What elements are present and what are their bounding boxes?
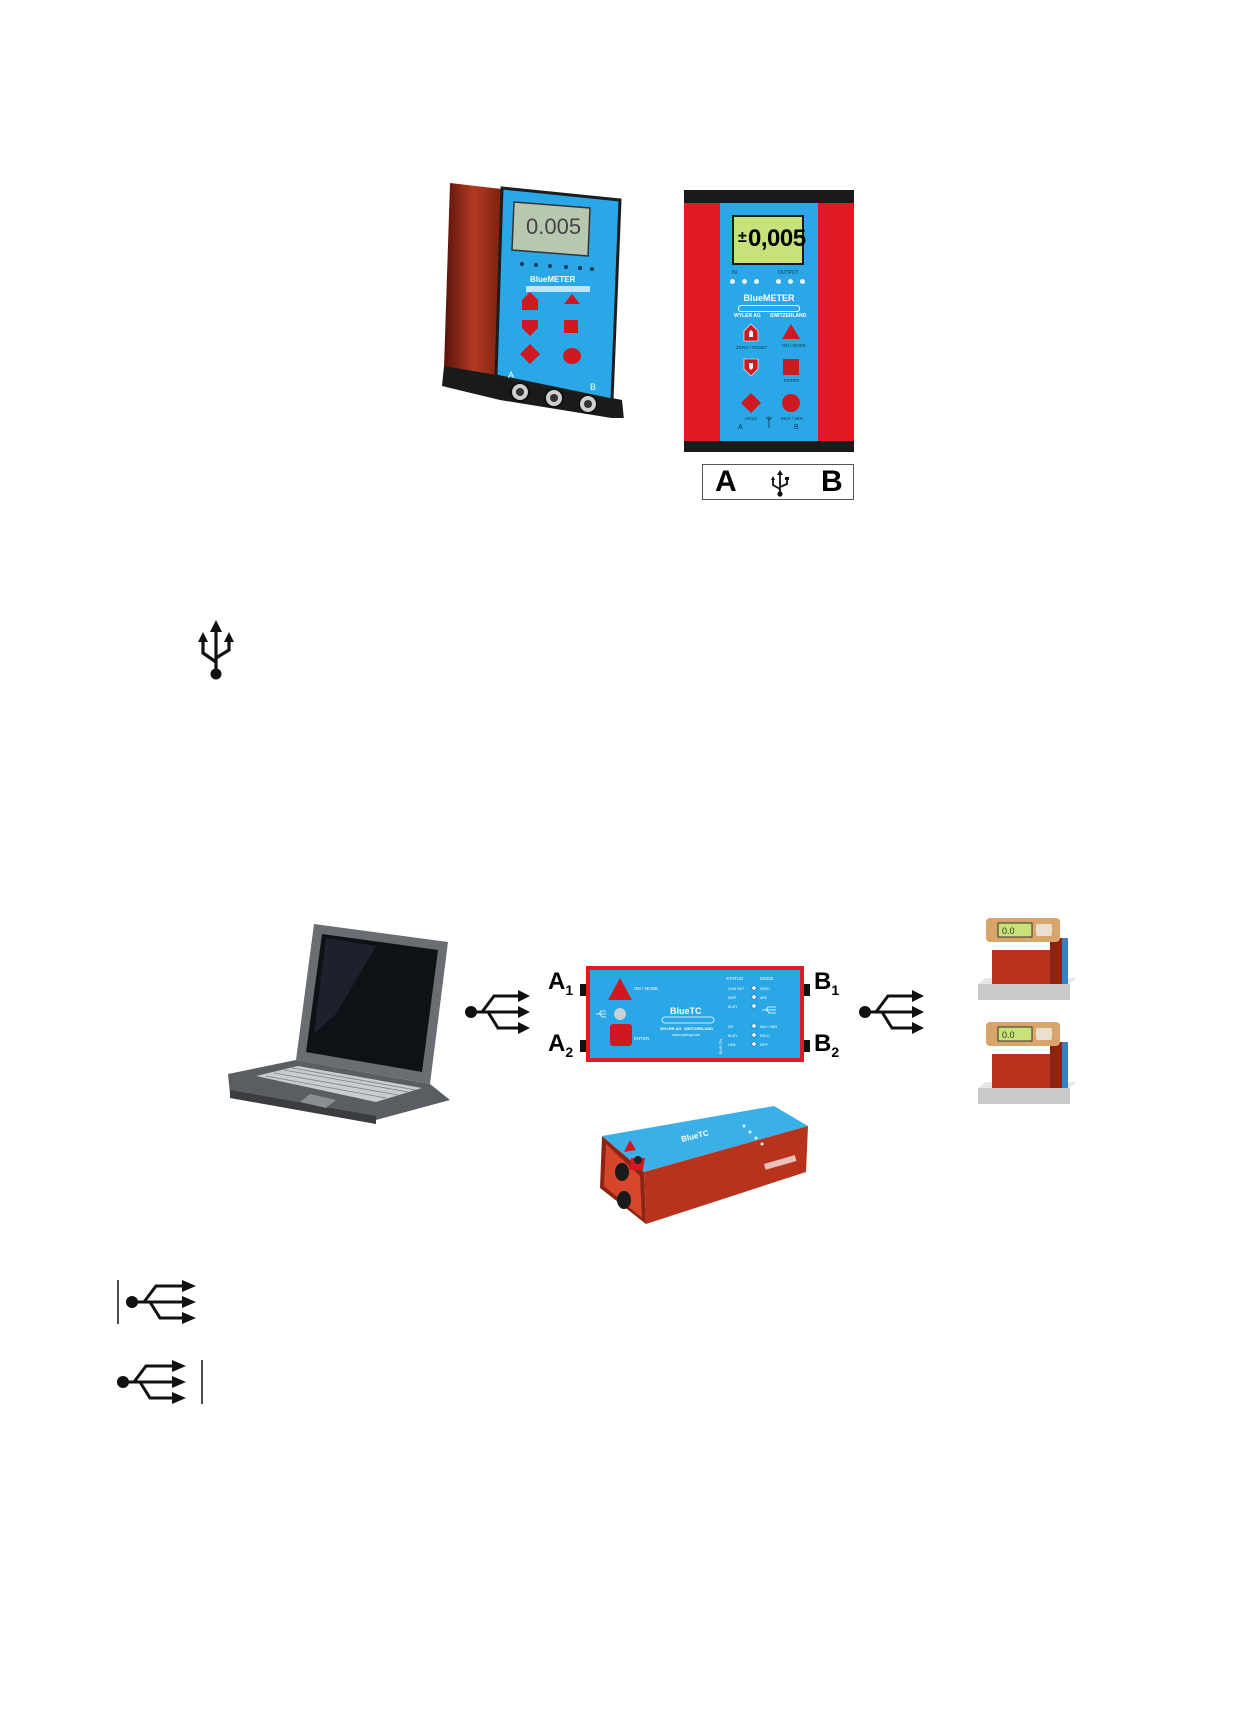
port-label-b1: B1 — [814, 968, 839, 998]
bluemeter-brand: BlueMETER — [720, 293, 818, 303]
svg-text:B: B — [794, 424, 799, 431]
bluetc-brand: BlueTC — [670, 1006, 702, 1016]
svg-text:www.wylerag.com: www.wylerag.com — [672, 1033, 700, 1037]
bluemeter-front-view: ± 0,005 IN OUTPUT BlueMETER WYLER AG SWI… — [684, 190, 854, 452]
svg-text:COM NET: COM NET — [728, 987, 745, 991]
svg-text:ENTER: ENTER — [634, 1036, 650, 1041]
svg-text:0.0: 0.0 — [1002, 1030, 1015, 1040]
svg-text:BUSY: BUSY — [728, 1005, 738, 1009]
port-legend-a: A — [715, 465, 737, 499]
max-min-button-3d — [563, 348, 581, 364]
status-led — [800, 279, 805, 284]
svg-text:ABS: ABS — [760, 996, 768, 1000]
svg-text:SWITZERLAND: SWITZERLAND — [684, 1026, 713, 1031]
inclination-sensor-image: 0.0 — [976, 1018, 1076, 1108]
status-led — [730, 279, 735, 284]
svg-text:A: A — [738, 424, 743, 431]
hold-button[interactable] — [741, 393, 761, 413]
port-label-a1: A1 — [548, 968, 573, 998]
usb-output-icon — [114, 1356, 210, 1406]
status-lamp — [614, 1008, 626, 1020]
usb-cable-icon — [856, 988, 936, 1036]
svg-text:BUSY: BUSY — [728, 1034, 738, 1038]
enter-button[interactable] — [783, 359, 799, 375]
svg-text:B: B — [590, 382, 596, 392]
svg-text:MODE: MODE — [760, 976, 774, 981]
svg-text:HOLD: HOLD — [760, 1034, 770, 1038]
bluemeter-face: ± 0,005 IN OUTPUT BlueMETER WYLER AG SWI… — [720, 203, 818, 441]
bluemeter-lcd: ± 0,005 — [732, 215, 804, 265]
enter-button-3d — [564, 320, 578, 333]
svg-text:A: A — [508, 370, 514, 380]
svg-text:MAX / MIN: MAX / MIN — [781, 416, 803, 421]
port-label-b2: B2 — [814, 1030, 839, 1060]
bluemeter-3d-brand: BlueMETER — [530, 275, 576, 284]
svg-text:DISP: DISP — [728, 996, 737, 1000]
port-legend-b: B — [821, 465, 843, 499]
on-mode-button[interactable] — [782, 324, 800, 339]
usb-cable-icon — [462, 988, 542, 1036]
bluemeter-lcd-value: 0,005 — [748, 225, 806, 253]
svg-text:WYLER AG: WYLER AG — [660, 1026, 681, 1031]
usb-icon — [196, 620, 236, 682]
enter-button[interactable] — [610, 1024, 632, 1046]
port-legend-box: A B — [702, 464, 854, 500]
bluemeter-3d-lcd-value: 0.005 — [526, 214, 581, 239]
svg-text:0.0: 0.0 — [1002, 926, 1015, 936]
bluetc-front-view: ON / MODE ENTER BlueTC WYLER AG SWITZERL… — [586, 966, 804, 1062]
bluemeter-3d-image: 0.005 BlueMETER A B — [440, 178, 640, 418]
max-min-button[interactable] — [782, 394, 800, 412]
svg-text:ENTER: ENTER — [784, 378, 800, 383]
port-label-a2: A2 — [548, 1030, 573, 1060]
svg-text:HOLD: HOLD — [745, 416, 758, 421]
status-led — [742, 279, 747, 284]
wyler-logo — [738, 305, 800, 312]
bluetc-3d-image: BlueTC — [594, 1096, 814, 1226]
inclination-sensor-image: 0.0 — [976, 914, 1076, 1004]
usb-icon — [769, 470, 791, 498]
on-mode-button[interactable] — [608, 978, 632, 1000]
svg-text:MAX / MIN: MAX / MIN — [760, 1025, 777, 1029]
laptop-image — [226, 924, 452, 1124]
usb-input-icon — [114, 1276, 210, 1326]
svg-text:STATUS: STATUS — [726, 976, 743, 981]
svg-text:LINK: LINK — [728, 1043, 736, 1047]
svg-text:DIFF: DIFF — [760, 1043, 768, 1047]
bluemeter-lcd-sign: ± — [738, 229, 747, 247]
svg-text:INT: INT — [728, 1025, 735, 1029]
svg-text:ON / MODE: ON / MODE — [634, 986, 658, 991]
status-led — [754, 279, 759, 284]
svg-text:ON / MODE: ON / MODE — [782, 343, 806, 348]
status-led — [788, 279, 793, 284]
svg-text:BUS ON: BUS ON — [718, 1039, 723, 1054]
svg-text:ZERO: ZERO — [760, 987, 770, 991]
status-led — [776, 279, 781, 284]
svg-text:ZERO / RESET: ZERO / RESET — [736, 345, 768, 350]
